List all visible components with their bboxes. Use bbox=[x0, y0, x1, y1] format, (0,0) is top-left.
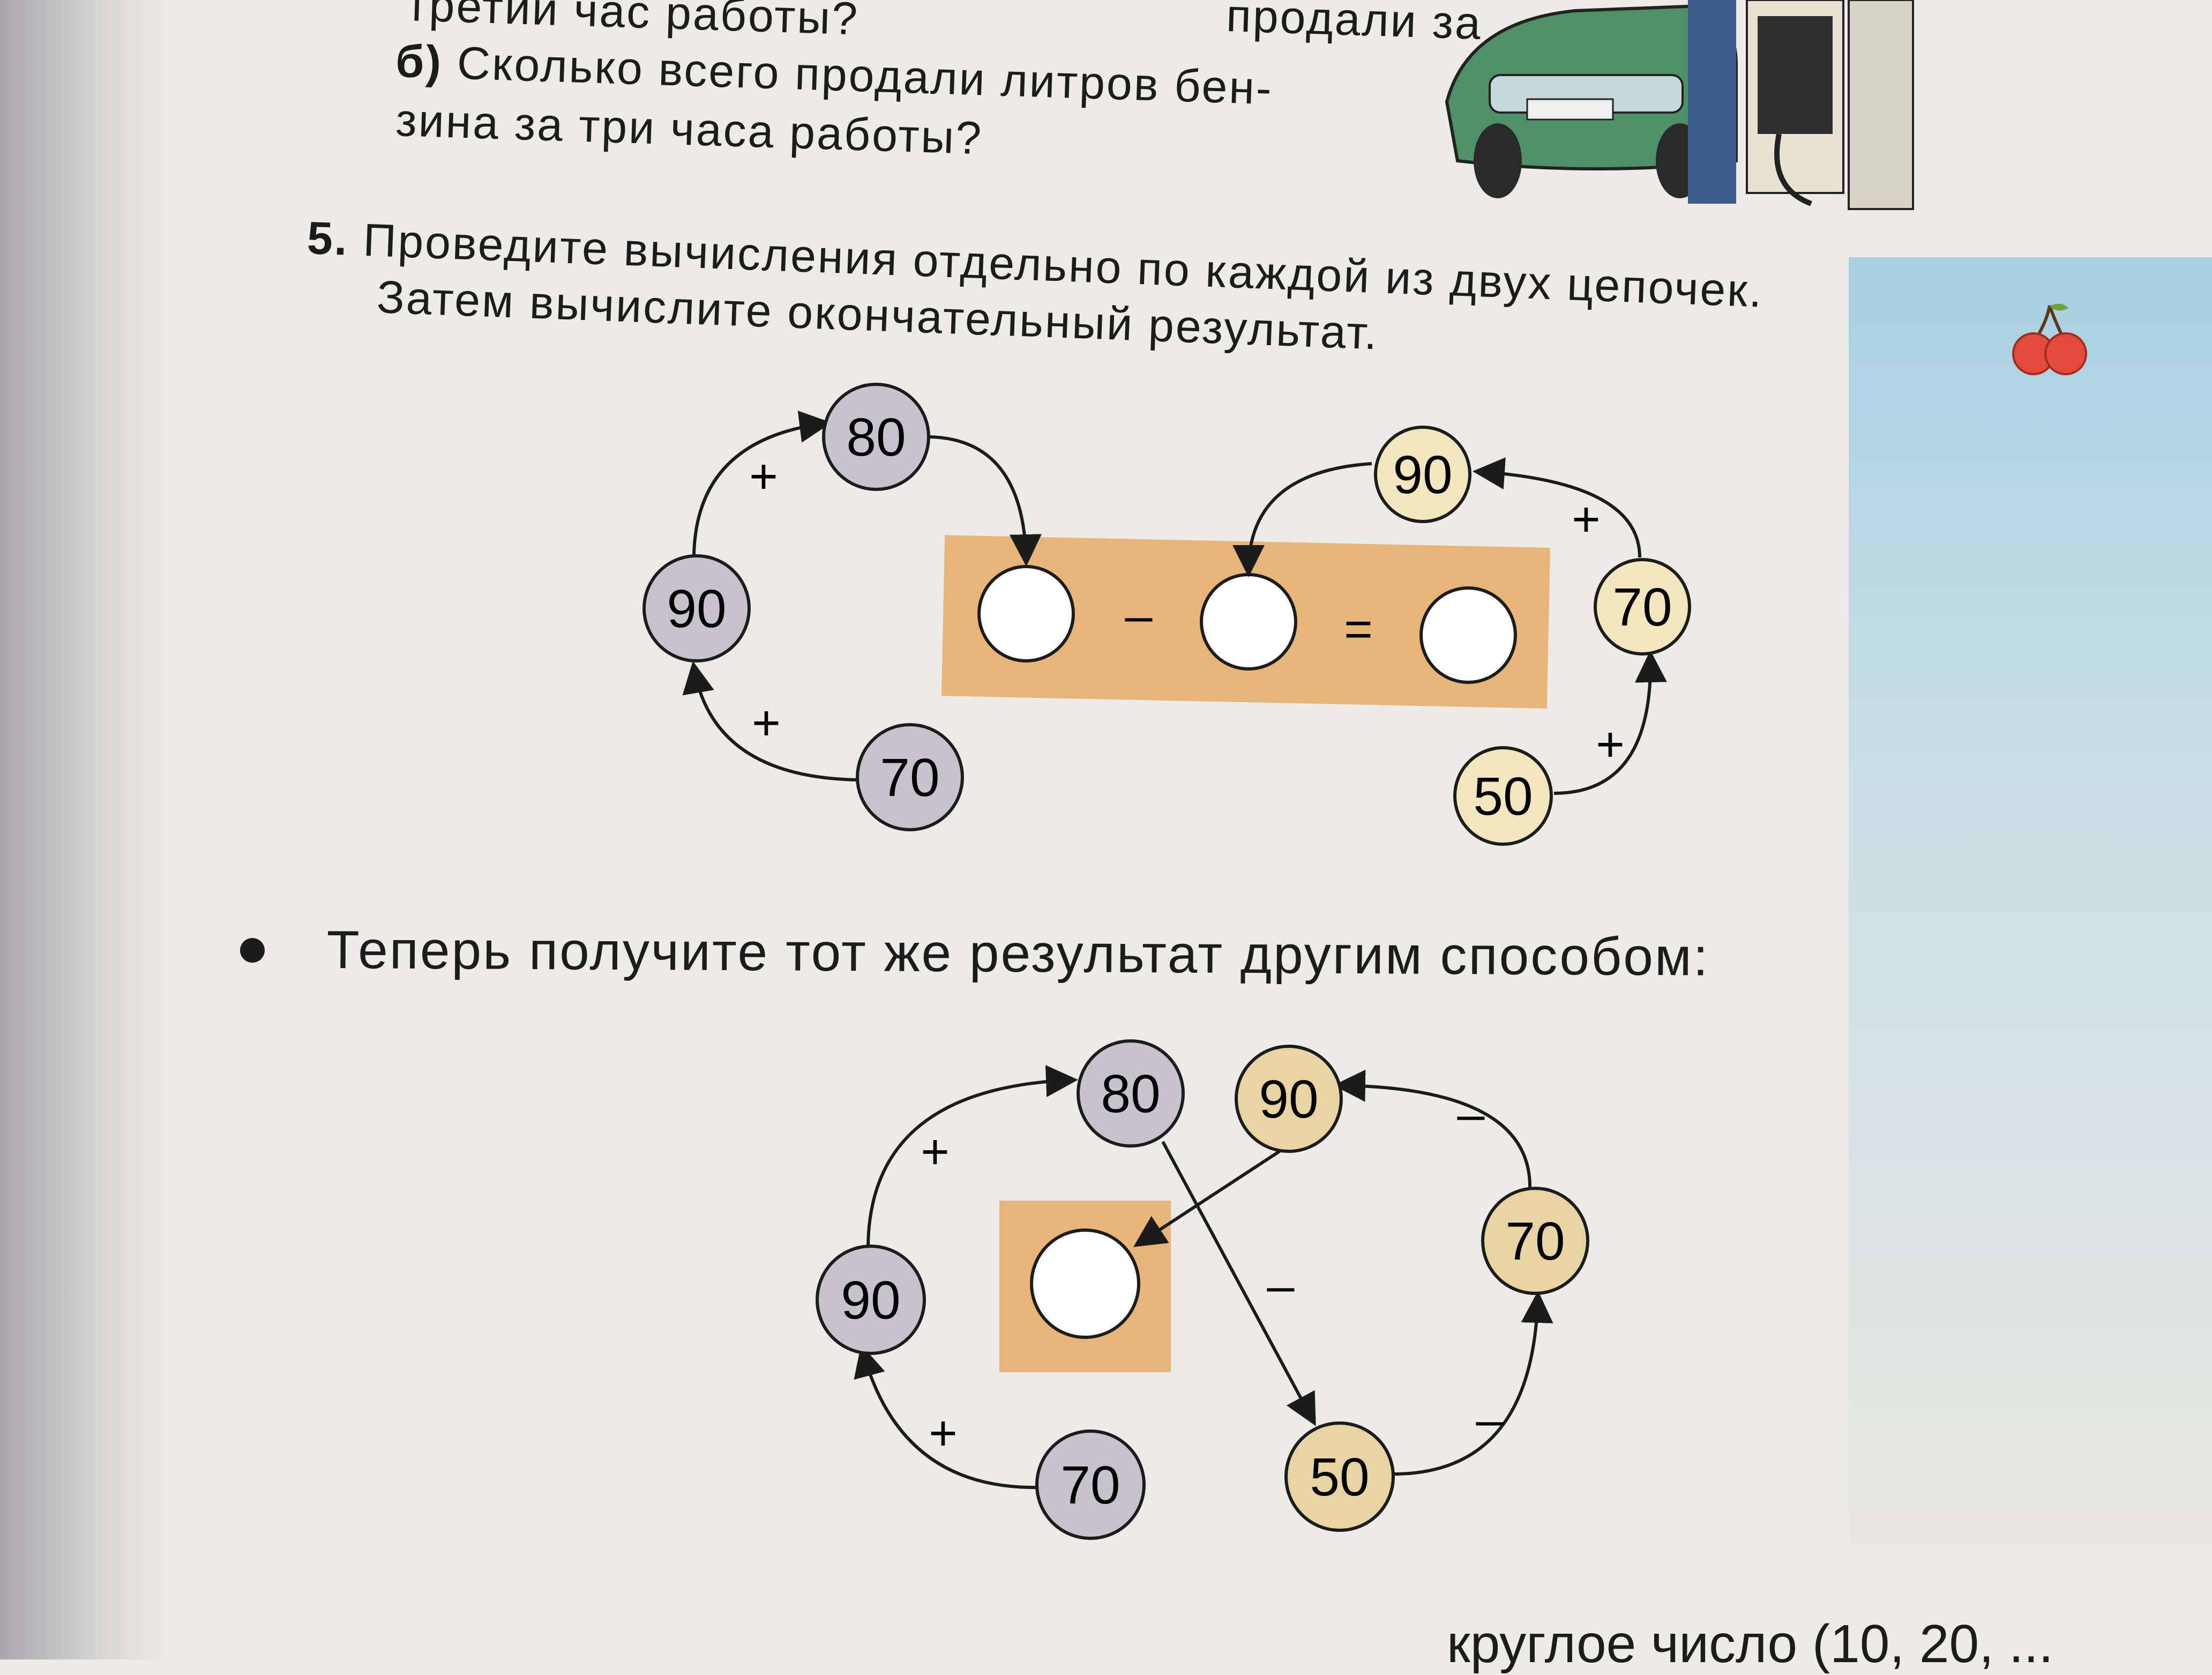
combined-left-circle-90 bbox=[816, 1245, 926, 1355]
left-chain-op-2: + bbox=[749, 449, 778, 504]
right-chain-value-2: 70 bbox=[1612, 577, 1672, 637]
combined-left-value-3: 80 bbox=[1101, 1064, 1160, 1124]
answer-circle-left[interactable] bbox=[977, 565, 1075, 662]
combined-right-value-2: 70 bbox=[1505, 1211, 1565, 1271]
equals-sign: = bbox=[1344, 602, 1373, 657]
left-chain-value-2: 90 bbox=[667, 579, 726, 639]
left-chain-value-1: 70 bbox=[880, 748, 939, 808]
car-illustration bbox=[1445, 0, 1914, 210]
combined-left-value-1: 70 bbox=[1060, 1455, 1120, 1515]
combined-cross-op: – bbox=[1267, 1259, 1295, 1313]
cherry-icon bbox=[2012, 303, 2087, 375]
left-chain-circle-90 bbox=[642, 554, 751, 662]
right-chain-op-1: + bbox=[1596, 717, 1625, 772]
right-chain-circle-70 bbox=[1594, 558, 1691, 656]
page-edge-shadow bbox=[0, 0, 171, 1659]
combined-right-circle-70 bbox=[1481, 1187, 1589, 1295]
combined-left-op-1: + bbox=[929, 1406, 958, 1461]
page-decoration-band bbox=[1849, 257, 2212, 1544]
bullet-dot bbox=[240, 938, 265, 963]
left-chain-value-3: 80 bbox=[846, 407, 906, 467]
left-chain-op-1: + bbox=[752, 696, 781, 750]
answer-circle-combined[interactable] bbox=[1030, 1229, 1140, 1339]
answer-circle-result[interactable] bbox=[1419, 586, 1517, 684]
right-chain-value-3: 90 bbox=[1393, 445, 1452, 505]
right-chain-circle-90 bbox=[1374, 426, 1471, 523]
combined-left-op-2: + bbox=[921, 1125, 950, 1179]
combined-left-circle-80 bbox=[1077, 1039, 1185, 1148]
combined-right-op-2: – bbox=[1457, 1087, 1485, 1142]
combined-left-value-2: 90 bbox=[841, 1270, 900, 1330]
left-chain-circle-80 bbox=[822, 383, 930, 491]
combined-right-circle-50 bbox=[1284, 1421, 1395, 1532]
combined-left-circle-70 bbox=[1035, 1430, 1146, 1540]
right-chain-op-2: + bbox=[1572, 492, 1601, 547]
combined-right-value-3: 90 bbox=[1259, 1069, 1318, 1129]
combined-right-value-1: 50 bbox=[1310, 1447, 1369, 1507]
right-chain-value-1: 50 bbox=[1473, 766, 1533, 827]
left-chain-circle-70 bbox=[856, 723, 964, 831]
minus-sign: – bbox=[1125, 589, 1153, 643]
combined-right-circle-90 bbox=[1235, 1045, 1343, 1153]
right-chain-circle-50 bbox=[1453, 746, 1553, 846]
footer-cut-text: круглое число (10, 20, ... bbox=[1447, 1614, 2054, 1674]
combined-right-op-1: – bbox=[1476, 1393, 1504, 1447]
